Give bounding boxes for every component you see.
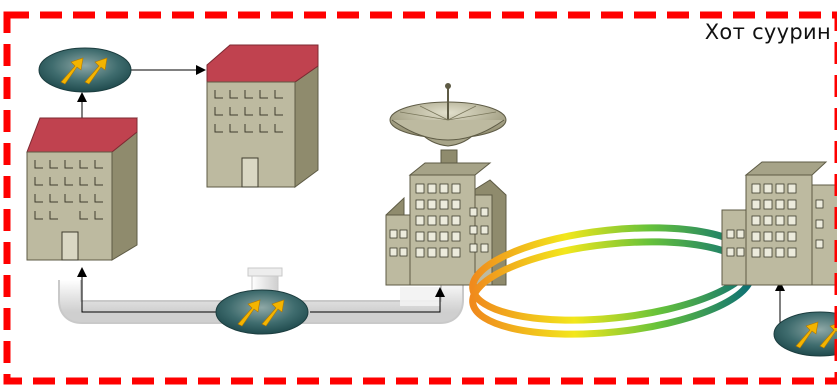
- router-icon: [773, 311, 837, 357]
- fiber-ring-icon: [469, 224, 755, 338]
- satellite-dish-icon: [389, 83, 507, 165]
- link-router2-datacenter: [310, 287, 445, 313]
- building-icon: [206, 44, 319, 188]
- router-icon: [215, 289, 309, 335]
- router-icon: [38, 47, 132, 93]
- zone-label: Хот суурин: [704, 20, 831, 44]
- office-building-icon: [721, 161, 837, 286]
- zone-border: [3, 11, 837, 385]
- link-router2-building: [77, 267, 216, 313]
- building-icon: [26, 117, 138, 261]
